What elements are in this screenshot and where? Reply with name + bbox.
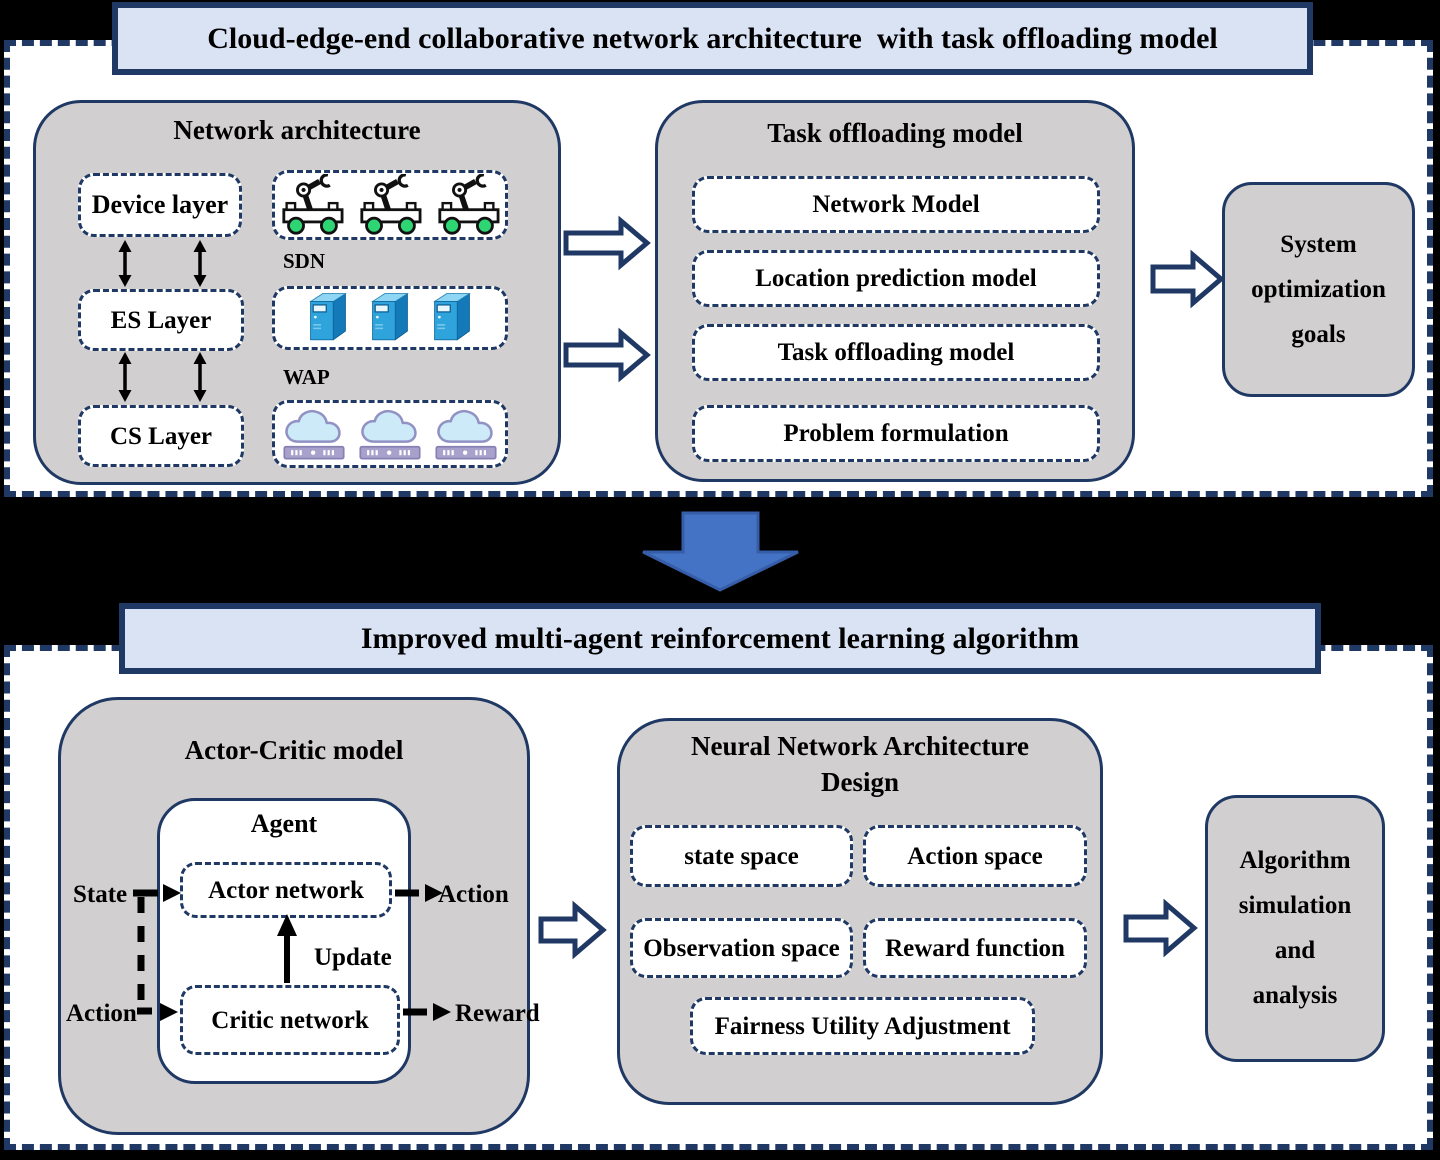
system-optimization-goals-box: System optimization goals <box>1222 182 1415 397</box>
action-space-box: Action space <box>863 825 1087 887</box>
action-output-label: Action <box>438 881 509 908</box>
algo-sim-line: simulation <box>1238 892 1352 919</box>
actor-network-box: Actor network <box>180 862 392 918</box>
server-tower-icon <box>371 292 409 341</box>
state-label: State <box>73 881 128 908</box>
server-tower-icon <box>433 292 471 341</box>
reward-function-box: Reward function <box>863 918 1087 978</box>
location-prediction-model-box: Location prediction model <box>692 250 1100 307</box>
nn-design-title-line2: Design <box>820 766 899 797</box>
network-architecture-group: Network architecture Device layer <box>33 100 561 485</box>
cloud-server-icon <box>435 409 497 460</box>
actor-critic-title: Actor-Critic model <box>184 735 404 765</box>
system-goals-line: optimization <box>1251 275 1386 303</box>
robot-cart-icon <box>438 174 500 235</box>
action-input-label: Action <box>66 1000 137 1027</box>
es-layer-box: ES Layer <box>78 289 244 351</box>
algo-sim-line: Algorithm <box>1239 847 1351 874</box>
device-icons-box <box>272 170 508 240</box>
reward-label: Reward <box>455 1000 540 1027</box>
system-goals-line: goals <box>1291 320 1346 348</box>
server-tower-icon <box>309 292 347 341</box>
algo-sim-line: analysis <box>1252 982 1338 1009</box>
agent-title: Agent <box>250 809 318 838</box>
wap-label: WAP <box>283 365 330 389</box>
network-architecture-title: Network architecture <box>173 115 421 145</box>
wap-icons-box <box>272 400 508 468</box>
critic-network-box: Critic network <box>180 985 400 1055</box>
nn-design-title: Neural Network Architecture Design <box>620 729 1100 800</box>
agent-box: Agent Actor network Critic network <box>157 798 411 1084</box>
device-layer-box: Device layer <box>78 173 242 237</box>
sdn-label: SDN <box>283 249 326 273</box>
task-offloading-group: Task offloading model Network Model Loca… <box>655 100 1135 482</box>
task-offloading-model-box: Task offloading model <box>692 324 1100 381</box>
nn-design-title-line1: Neural Network Architecture <box>691 731 1029 761</box>
observation-space-box: Observation space <box>630 918 853 978</box>
update-label: Update <box>314 944 392 971</box>
actor-critic-group: Actor-Critic model Agent Actor network C… <box>58 697 540 1135</box>
task-offloading-title: Task offloading model <box>767 118 1023 148</box>
nn-architecture-design-group: Neural Network Architecture Design state… <box>617 718 1103 1105</box>
robot-cart-icon <box>360 174 422 235</box>
cloud-server-icon <box>283 409 345 460</box>
network-model-box: Network Model <box>692 176 1100 233</box>
fairness-utility-adjustment-box: Fairness Utility Adjustment <box>690 997 1035 1055</box>
system-goals-line: System <box>1280 230 1357 258</box>
state-space-box: state space <box>630 825 853 887</box>
bottom-section-title: Improved multi-agent reinforcement learn… <box>119 603 1321 674</box>
cs-layer-box: CS Layer <box>78 405 244 467</box>
cloud-server-icon <box>359 409 421 460</box>
algo-sim-line: and <box>1274 937 1316 964</box>
robot-cart-icon <box>282 174 344 235</box>
algorithm-simulation-box: Algorithm simulation and analysis <box>1205 795 1385 1062</box>
section-flow-down-arrow <box>642 511 799 592</box>
problem-formulation-box: Problem formulation <box>692 405 1100 462</box>
sdn-icons-box <box>272 286 508 350</box>
top-section-title: Cloud-edge-end collaborative network arc… <box>112 2 1313 75</box>
